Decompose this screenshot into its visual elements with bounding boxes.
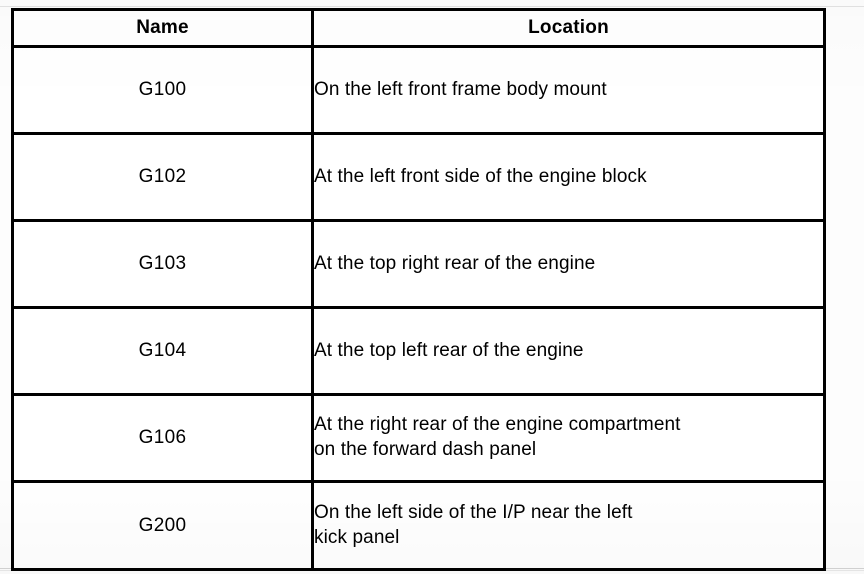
location-line: At the top left rear of the engine bbox=[314, 339, 584, 361]
location-line: kick panel bbox=[314, 526, 400, 548]
table-row: G100 On the left front frame body mount bbox=[11, 45, 826, 135]
cell-ground-name: G106 bbox=[11, 393, 314, 483]
scan-noise-streak-top bbox=[0, 6, 864, 7]
table-row: G200 On the left side of the I/P near th… bbox=[11, 480, 826, 571]
table-row: G104 At the top left rear of the engine bbox=[11, 306, 826, 396]
cell-ground-location: At the left front side of the engine blo… bbox=[311, 132, 826, 222]
location-line: on the forward dash panel bbox=[314, 439, 537, 460]
cell-ground-name: G102 bbox=[11, 132, 314, 222]
location-line: On the left front frame body mount bbox=[314, 78, 607, 100]
table-body: G100 On the left front frame body mount … bbox=[11, 45, 826, 571]
table-container: Name Location G100 On the left front fra… bbox=[11, 8, 826, 571]
location-line: On the left side of the I/P near the lef… bbox=[314, 501, 633, 523]
ground-distribution-table: Name Location G100 On the left front fra… bbox=[11, 8, 826, 571]
table-header: Name Location bbox=[11, 8, 826, 48]
table-header-row: Name Location bbox=[11, 8, 826, 48]
table-row: G102 At the left front side of the engin… bbox=[11, 132, 826, 222]
cell-ground-location: On the left side of the I/P near the lef… bbox=[311, 480, 826, 571]
location-line: At the right rear of the engine compartm… bbox=[314, 414, 681, 436]
table-row: G106 At the right rear of the engine com… bbox=[11, 393, 826, 483]
location-line: At the left front side of the engine blo… bbox=[314, 165, 647, 187]
column-header-name: Name bbox=[11, 8, 314, 48]
cell-ground-location: At the top right rear of the engine bbox=[311, 219, 826, 309]
cell-ground-location: At the top left rear of the engine bbox=[311, 306, 826, 396]
table-row: G103 At the top right rear of the engine bbox=[11, 219, 826, 309]
cell-ground-name: G200 bbox=[11, 480, 314, 571]
cell-ground-location: On the left front frame body mount bbox=[311, 45, 826, 135]
cell-ground-name: G104 bbox=[11, 306, 314, 396]
location-line: At the top right rear of the engine bbox=[314, 252, 596, 274]
cell-ground-name: G103 bbox=[11, 219, 314, 309]
cell-ground-name: G100 bbox=[11, 45, 314, 135]
column-header-location: Location bbox=[311, 8, 826, 48]
cell-ground-location: At the right rear of the engine compartm… bbox=[311, 393, 826, 483]
